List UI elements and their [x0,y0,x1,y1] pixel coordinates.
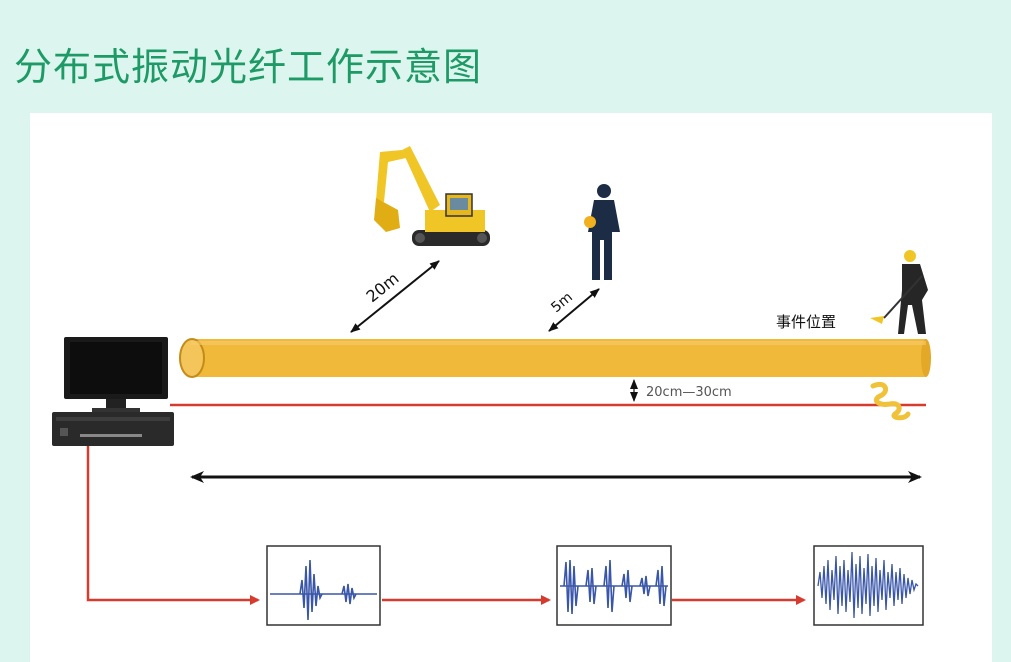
waveform-box-3 [813,545,924,626]
event-position-label: 事件位置 [776,313,836,331]
event-marker-icon [870,381,911,421]
pipeline [179,338,931,378]
page-title: 分布式振动光纤工作示意图 [14,45,483,89]
digging-worker-icon [870,250,928,334]
interrogator-unit-icon [52,412,174,446]
waveform-box-1 [266,545,381,626]
distance-label-excavator: 20m [363,269,403,306]
waveform-box-2 [556,545,672,626]
distance-arrow-worker [548,288,600,332]
depth-label: 20cm—30cm [646,385,732,400]
signal-flow [86,446,806,605]
distance-arrow-excavator [350,260,440,333]
excavator-icon [374,146,490,246]
standing-worker-icon [584,184,620,280]
computer-monitor-icon [64,337,168,412]
